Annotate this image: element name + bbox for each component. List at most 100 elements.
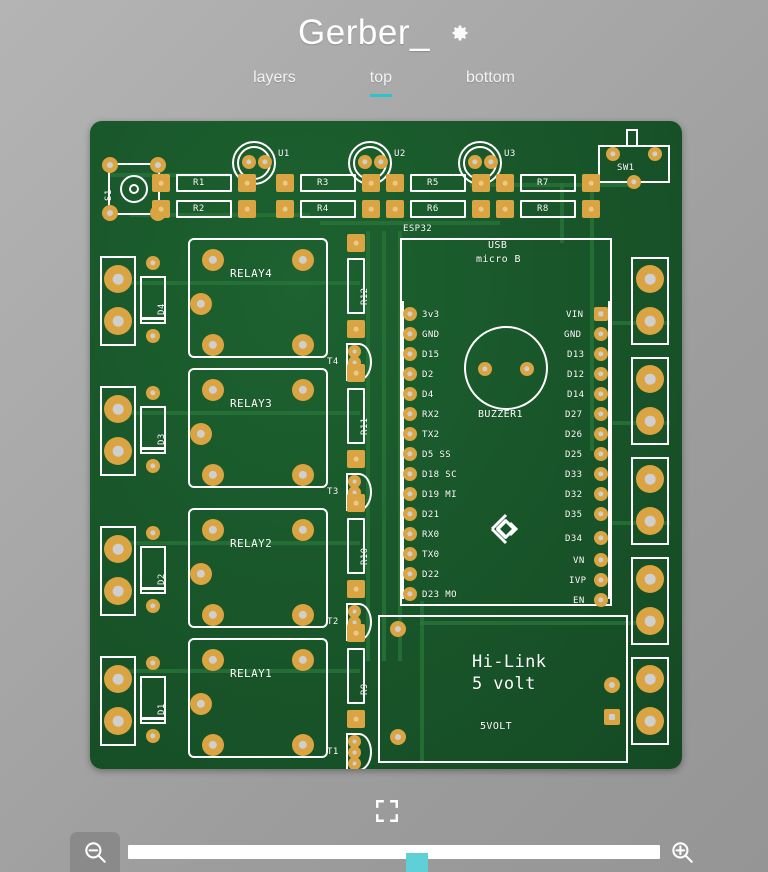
esp32-pin-pad bbox=[594, 387, 608, 401]
esp32-pin-pad bbox=[403, 487, 417, 501]
silk-label-sw1: SW1 bbox=[617, 163, 635, 173]
silk-label-r11: R11 bbox=[360, 417, 370, 435]
pad bbox=[347, 494, 365, 512]
esp32-pin-pad bbox=[594, 407, 608, 421]
zoom-out-button[interactable] bbox=[70, 832, 120, 872]
zoom-in-button[interactable] bbox=[666, 836, 698, 868]
pcb-board-top-layer[interactable]: S1 U1 U2 U3 SW1 R1 R2 bbox=[90, 121, 682, 769]
component-outline-r2 bbox=[176, 200, 232, 218]
silk-label-buzzer1: BUZZER1 bbox=[478, 409, 523, 420]
esp32-pin-pad bbox=[594, 573, 608, 587]
esp32-pin-label: D15 bbox=[422, 350, 440, 360]
pad bbox=[358, 155, 372, 169]
pad bbox=[362, 200, 380, 218]
connector-outline-relay2-out bbox=[100, 526, 136, 616]
component-outline-hilink bbox=[378, 615, 628, 763]
esp32-pin-pad bbox=[403, 307, 417, 321]
silk-label-d1: D1 bbox=[157, 703, 167, 715]
esp32-pin-label: D12 bbox=[567, 370, 585, 380]
esp32-pin-label: RX0 bbox=[422, 530, 440, 540]
pad bbox=[152, 174, 170, 192]
pad bbox=[292, 734, 314, 756]
pad bbox=[104, 437, 132, 465]
pad bbox=[347, 364, 365, 382]
gear-icon[interactable] bbox=[450, 23, 470, 43]
pad bbox=[152, 200, 170, 218]
d4-cathode-band bbox=[142, 317, 164, 320]
pad bbox=[292, 334, 314, 356]
pad bbox=[347, 580, 365, 598]
esp32-antenna-logo-icon bbox=[490, 513, 519, 545]
esp32-pin-label: GND bbox=[422, 330, 440, 340]
pad bbox=[146, 526, 160, 540]
pad bbox=[150, 157, 166, 173]
trace bbox=[470, 183, 640, 187]
pad bbox=[582, 200, 600, 218]
pad bbox=[146, 459, 160, 473]
silk-label-esp32: ESP32 bbox=[403, 224, 433, 234]
pad bbox=[102, 205, 118, 221]
d1-cathode-band bbox=[142, 717, 164, 720]
component-outline-r11 bbox=[347, 388, 365, 444]
silk-label-t4: T4 bbox=[327, 357, 339, 367]
pad bbox=[390, 621, 406, 637]
esp32-pin-label: D19 MI bbox=[422, 490, 457, 500]
component-outline-r3 bbox=[300, 174, 356, 192]
pad bbox=[190, 693, 212, 715]
esp32-pin-pad bbox=[594, 467, 608, 481]
zoom-slider-handle[interactable] bbox=[406, 853, 428, 872]
fullscreen-icon[interactable] bbox=[374, 798, 400, 824]
silk-label-u1: U1 bbox=[278, 149, 290, 159]
zoom-in-icon bbox=[672, 842, 693, 863]
pad bbox=[636, 665, 664, 693]
pad bbox=[104, 577, 132, 605]
pad bbox=[238, 200, 256, 218]
silk-label-u2: U2 bbox=[394, 149, 406, 159]
pad bbox=[386, 174, 404, 192]
pad bbox=[636, 307, 664, 335]
trace bbox=[120, 411, 360, 415]
silk-label-r5: R5 bbox=[427, 178, 439, 188]
pad bbox=[146, 256, 160, 270]
page-title: Gerber_ bbox=[298, 13, 430, 52]
pad bbox=[636, 465, 664, 493]
component-outline-esp32 bbox=[400, 238, 612, 606]
trace bbox=[420, 621, 650, 625]
component-outline-d3 bbox=[140, 406, 166, 454]
esp32-pin-pad bbox=[403, 407, 417, 421]
tab-bottom[interactable]: bottom bbox=[466, 68, 515, 86]
component-outline-relay3 bbox=[188, 368, 328, 488]
component-outline-r10 bbox=[347, 518, 365, 574]
terminal-block-outline bbox=[631, 657, 669, 745]
esp32-pin-pad bbox=[403, 447, 417, 461]
silk-label-relay1: RELAY1 bbox=[230, 667, 273, 680]
tab-top[interactable]: top bbox=[369, 69, 392, 97]
tab-layers[interactable]: layers bbox=[253, 68, 296, 86]
esp32-pin-label: TX2 bbox=[422, 430, 440, 440]
silk-label-t1: T1 bbox=[327, 747, 339, 757]
esp32-pin-pad bbox=[403, 347, 417, 361]
silk-label-s1: S1 bbox=[104, 189, 114, 201]
esp32-pin-pad bbox=[403, 327, 417, 341]
layer-tabs: layers top bottom bbox=[0, 69, 768, 97]
esp32-pin-pad bbox=[594, 531, 608, 545]
trace bbox=[130, 213, 310, 217]
component-outline-t1 bbox=[346, 733, 372, 769]
silk-label-usb-line1: USB bbox=[488, 240, 508, 251]
component-outline-r8 bbox=[520, 200, 576, 218]
pad bbox=[496, 174, 514, 192]
trace bbox=[590, 191, 594, 451]
zoom-slider-track[interactable] bbox=[128, 845, 660, 872]
esp32-pin-pad bbox=[403, 367, 417, 381]
connector-outline-relay4-out bbox=[100, 256, 136, 346]
silk-label-r6: R6 bbox=[427, 204, 439, 214]
esp32-pin-label: VN bbox=[573, 556, 585, 566]
esp32-pin-pad bbox=[403, 467, 417, 481]
esp32-pin-label: GND bbox=[564, 330, 582, 340]
pad bbox=[636, 407, 664, 435]
sw1-actuator bbox=[626, 129, 638, 147]
esp32-pin-pad bbox=[403, 387, 417, 401]
pad bbox=[276, 200, 294, 218]
gerber-board-viewport[interactable]: S1 U1 U2 U3 SW1 R1 R2 bbox=[90, 121, 682, 769]
esp32-pin-pad bbox=[594, 327, 608, 341]
